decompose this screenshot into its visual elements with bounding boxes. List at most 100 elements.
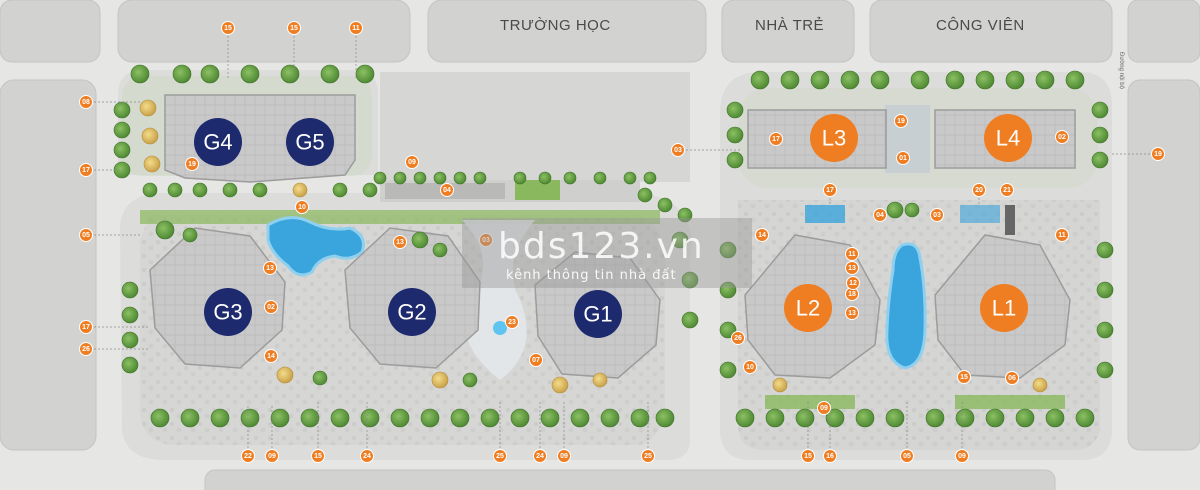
marker-number: 15: [224, 25, 232, 32]
amenity-marker-15[interactable]: 15: [957, 370, 971, 384]
tree: [252, 182, 268, 198]
amenity-marker-26[interactable]: 26: [731, 331, 745, 345]
tree: [222, 182, 238, 198]
amenity-marker-11[interactable]: 11: [1055, 228, 1069, 242]
amenity-marker-13[interactable]: 13: [845, 261, 859, 275]
sports-court-1: [805, 205, 845, 223]
amenity-marker-04[interactable]: 04: [873, 208, 887, 222]
marker-number: 25: [644, 453, 652, 460]
amenity-marker-05[interactable]: 05: [900, 449, 914, 463]
marker-number: 09: [958, 453, 966, 460]
amenity-marker-11[interactable]: 11: [845, 247, 859, 261]
marker-dot: [1151, 147, 1165, 161]
tree: [192, 182, 208, 198]
building-badge-g5[interactable]: G5: [286, 118, 334, 166]
amenity-marker-09[interactable]: 09: [265, 449, 279, 463]
amenity-marker-17[interactable]: 17: [823, 183, 837, 197]
amenity-marker-19[interactable]: 19: [185, 157, 199, 171]
tree: [735, 408, 755, 428]
tree: [113, 101, 131, 119]
tree: [276, 366, 294, 384]
tree: [433, 171, 447, 185]
amenity-marker-02[interactable]: 02: [1055, 130, 1069, 144]
tree: [121, 331, 139, 349]
amenity-marker-06[interactable]: 06: [1005, 371, 1019, 385]
tree: [393, 171, 407, 185]
tree: [200, 64, 220, 84]
amenity-marker-24[interactable]: 24: [360, 449, 374, 463]
amenity-marker-09[interactable]: 09: [557, 449, 571, 463]
marker-dot: [557, 449, 571, 463]
tree: [975, 70, 995, 90]
marker-dot: [823, 449, 837, 463]
building-badge-l2[interactable]: L2: [784, 284, 832, 332]
amenity-marker-21[interactable]: 21: [1000, 183, 1014, 197]
building-badge-l3[interactable]: L3: [810, 114, 858, 162]
amenity-marker-19[interactable]: 19: [1151, 147, 1165, 161]
building-badge-g1[interactable]: G1: [574, 290, 622, 338]
amenity-marker-09[interactable]: 09: [817, 401, 831, 415]
amenity-marker-19[interactable]: 19: [894, 114, 908, 128]
amenity-marker-03[interactable]: 03: [479, 233, 493, 247]
tree: [155, 220, 175, 240]
amenity-marker-17[interactable]: 17: [769, 132, 783, 146]
amenity-marker-14[interactable]: 14: [264, 349, 278, 363]
marker-dot: [755, 228, 769, 242]
tree: [360, 408, 380, 428]
marker-number: 19: [897, 118, 905, 125]
tree: [130, 64, 150, 84]
tree: [677, 207, 693, 223]
amenity-marker-25[interactable]: 25: [641, 449, 655, 463]
amenity-marker-13[interactable]: 13: [845, 306, 859, 320]
amenity-marker-04[interactable]: 04: [440, 183, 454, 197]
amenity-marker-10[interactable]: 10: [743, 360, 757, 374]
amenity-marker-05[interactable]: 05: [79, 228, 93, 242]
amenity-marker-15[interactable]: 15: [221, 21, 235, 35]
amenity-marker-23[interactable]: 23: [505, 315, 519, 329]
building-badge-g3[interactable]: G3: [204, 288, 252, 336]
amenity-marker-03[interactable]: 03: [930, 208, 944, 222]
amenity-marker-14[interactable]: 14: [755, 228, 769, 242]
tree: [1091, 126, 1109, 144]
marker-number: 03: [674, 147, 682, 154]
amenity-marker-09[interactable]: 09: [955, 449, 969, 463]
amenity-marker-26[interactable]: 26: [79, 342, 93, 356]
building-badge-g2[interactable]: G2: [388, 288, 436, 336]
marker-number: 07: [532, 357, 540, 364]
amenity-marker-15[interactable]: 15: [801, 449, 815, 463]
amenity-marker-15[interactable]: 15: [311, 449, 325, 463]
amenity-marker-17[interactable]: 17: [79, 320, 93, 334]
building-badge-l4[interactable]: L4: [984, 114, 1032, 162]
amenity-marker-20[interactable]: 20: [972, 183, 986, 197]
marker-number: 17: [82, 167, 90, 174]
marker-number: 10: [746, 364, 754, 371]
building-badge-l1[interactable]: L1: [980, 284, 1028, 332]
amenity-marker-08[interactable]: 08: [79, 95, 93, 109]
amenity-marker-03[interactable]: 03: [671, 143, 685, 157]
amenity-marker-15[interactable]: 15: [287, 21, 301, 35]
amenity-marker-13[interactable]: 13: [263, 261, 277, 275]
marker-number: 24: [536, 453, 544, 460]
marker-dot: [896, 151, 910, 165]
tree: [655, 408, 675, 428]
amenity-marker-25[interactable]: 25: [493, 449, 507, 463]
amenity-marker-01[interactable]: 01: [896, 151, 910, 165]
amenity-marker-17[interactable]: 17: [79, 163, 93, 177]
building-badge-g4[interactable]: G4: [194, 118, 242, 166]
amenity-marker-07[interactable]: 07: [529, 353, 543, 367]
amenity-marker-16[interactable]: 16: [823, 449, 837, 463]
amenity-marker-22[interactable]: 22: [241, 449, 255, 463]
amenity-markers: 15 15 11 08 17 19 09 04 10 05 13 13 03 02 17 14 26 23 07 22…: [79, 21, 1165, 463]
amenity-marker-10[interactable]: 10: [295, 200, 309, 214]
fountain-left: [493, 321, 507, 335]
tree: [121, 356, 139, 374]
amenity-marker-11[interactable]: 11: [349, 21, 363, 35]
amenity-marker-09[interactable]: 09: [405, 155, 419, 169]
amenity-marker-13[interactable]: 13: [393, 235, 407, 249]
amenity-marker-12[interactable]: 12: [846, 276, 860, 290]
marker-dot: [845, 306, 859, 320]
amenity-marker-02[interactable]: 02: [264, 300, 278, 314]
marker-dot: [264, 349, 278, 363]
amenity-marker-24[interactable]: 24: [533, 449, 547, 463]
